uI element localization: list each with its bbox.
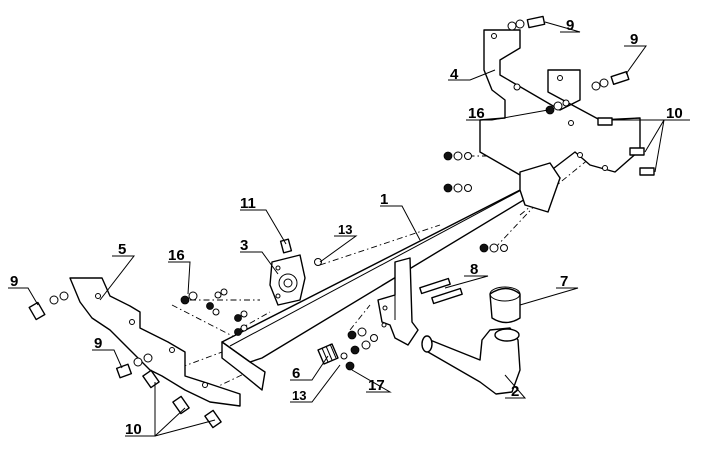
socket-plate-part-3	[269, 254, 306, 306]
fasteners	[28, 15, 655, 429]
label-2: 2	[511, 383, 519, 400]
label-13-lower: 13	[292, 388, 306, 403]
main-crossbar-part-1	[221, 162, 561, 391]
left-bracket-part-5	[69, 277, 241, 407]
nut-16-left	[180, 288, 228, 305]
nut-group-left	[206, 302, 248, 336]
label-11: 11	[240, 195, 256, 212]
label-16-right: 16	[468, 105, 485, 122]
label-10-right: 10	[666, 105, 683, 122]
bolts-8	[419, 277, 463, 305]
label-7: 7	[560, 273, 568, 290]
label-9-lower-left: 9	[94, 335, 102, 352]
part-labels: 1 2 3 4 5 6 7 8 9 9 9 9 10 10 11 13 13 1…	[10, 17, 683, 438]
label-4: 4	[450, 66, 459, 83]
leader-lines	[8, 21, 690, 437]
washer-13-upper	[314, 258, 322, 266]
bolt-11	[279, 238, 293, 254]
ball-cover-part-7	[489, 286, 521, 324]
label-3: 3	[240, 237, 248, 254]
nut-stack-center	[340, 327, 378, 371]
label-17: 17	[368, 377, 385, 394]
label-9-right: 9	[630, 31, 638, 48]
bolt-9-top	[507, 15, 546, 31]
label-13-upper: 13	[338, 222, 352, 237]
label-6: 6	[292, 365, 300, 382]
label-16-left: 16	[168, 247, 185, 264]
bolt-9-lower-left	[115, 353, 153, 379]
label-9-left: 9	[10, 273, 18, 290]
towball-neck-part-2	[421, 327, 521, 395]
label-9-top: 9	[566, 17, 574, 34]
label-8: 8	[470, 261, 478, 278]
bolt-9-right	[591, 71, 630, 91]
nut-group-right-upper	[443, 151, 508, 253]
spring-part-6	[317, 343, 339, 365]
bolts-10-right	[597, 117, 655, 176]
bolt-9-left	[28, 291, 69, 321]
label-1: 1	[380, 191, 388, 208]
label-5: 5	[118, 241, 126, 258]
label-10-left: 10	[125, 421, 142, 438]
nut-16-right	[545, 99, 570, 115]
